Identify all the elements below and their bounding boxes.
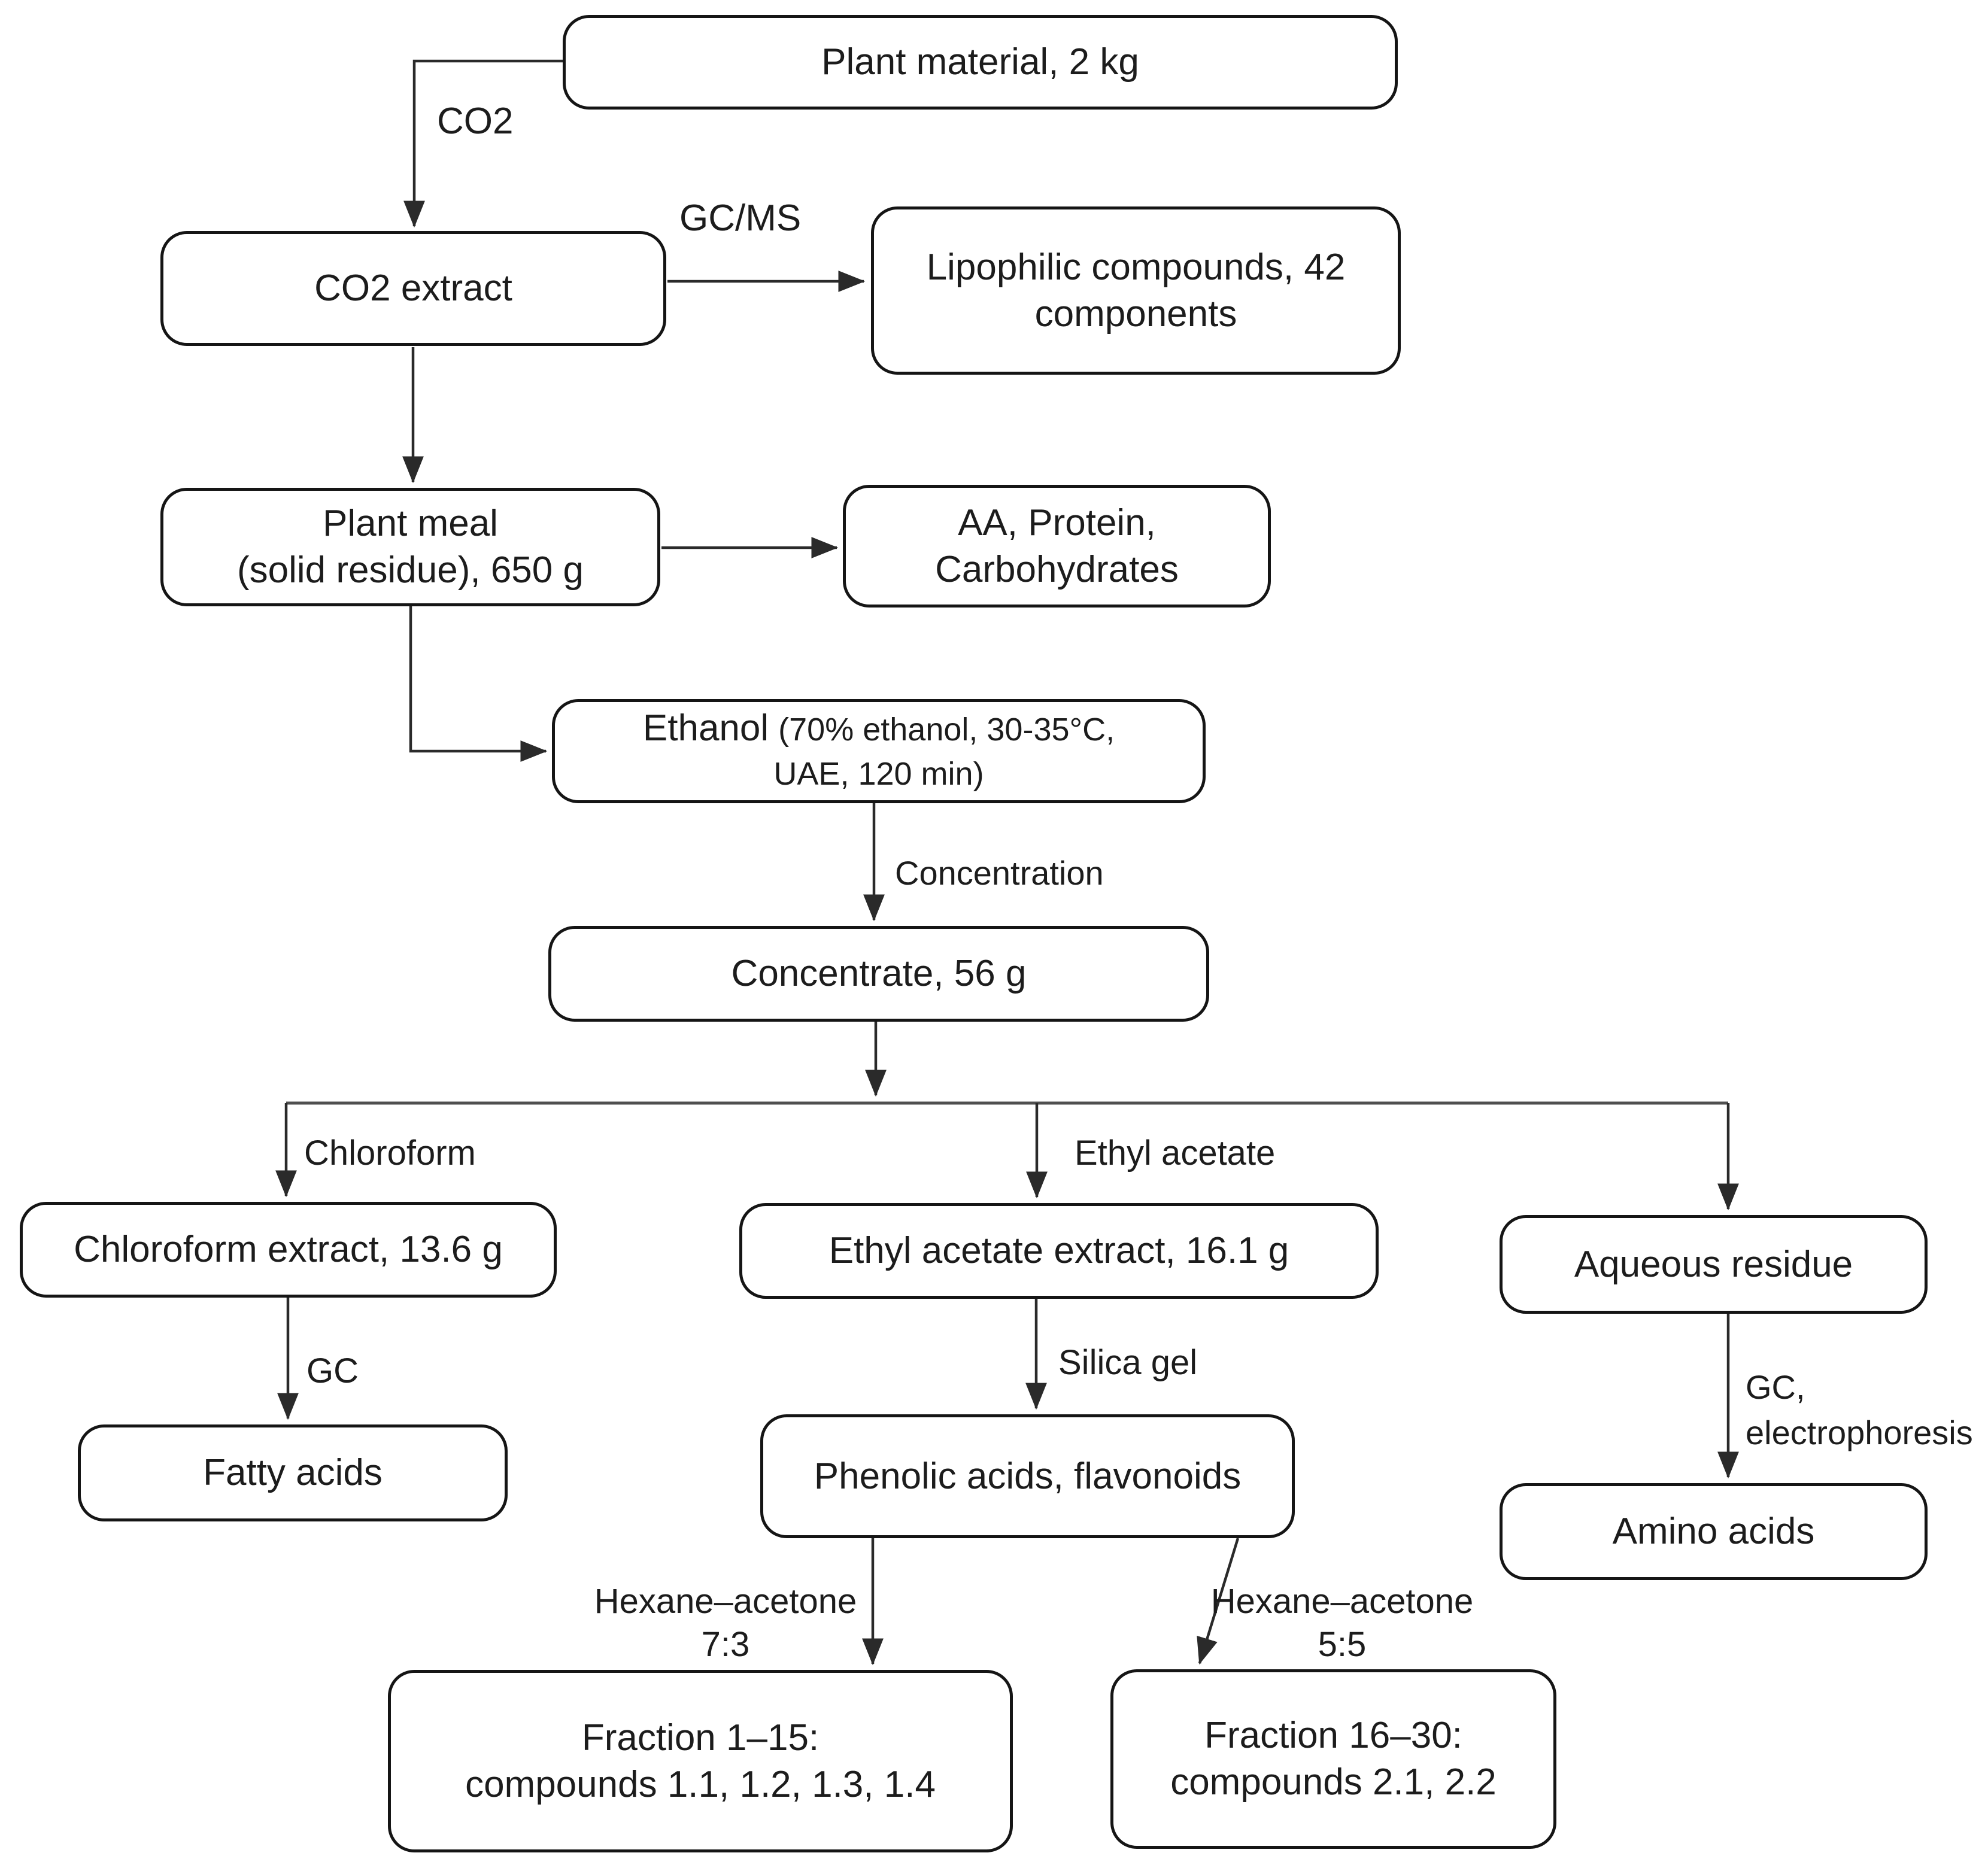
- node-ethanol-line1: Ethanol(70% ethanol, 30-35°C,: [643, 706, 1115, 752]
- node-fraction-1-15: Fraction 1–15: compounds 1.1, 1.2, 1.3, …: [388, 1670, 1013, 1852]
- edge-label-hexane-acetone-5-5: Hexane–acetone 5:5: [1192, 1580, 1492, 1666]
- node-ethanol-params1: (70% ethanol, 30-35°C,: [778, 712, 1115, 748]
- edge-label-co2: CO2: [437, 101, 514, 142]
- node-aqueous-residue: Aqueous residue: [1500, 1215, 1928, 1314]
- node-ethyl-acetate-extract-label: Ethyl acetate extract, 16.1 g: [828, 1230, 1289, 1271]
- edge-label-chloroform: Chloroform: [304, 1134, 476, 1173]
- edge-label-gc-electrophoresis: GC, electrophoresis: [1746, 1365, 1973, 1456]
- node-plant-meal: Plant meal (solid residue), 650 g: [160, 488, 660, 606]
- node-lipophilic-compounds-line1: Lipophilic compounds, 42: [926, 246, 1346, 288]
- edge-label-hexane-acetone-7-3-line1: Hexane–acetone: [594, 1582, 857, 1621]
- node-fraction-16-30-line2: compounds 2.1, 2.2: [1170, 1761, 1497, 1803]
- node-lipophilic-compounds-line2: components: [1034, 293, 1237, 335]
- node-plant-meal-line1: Plant meal: [323, 503, 498, 544]
- node-fatty-acids-label: Fatty acids: [203, 1452, 383, 1493]
- node-fraction-1-15-line1: Fraction 1–15:: [581, 1717, 820, 1758]
- edge-label-hexane-acetone-7-3: Hexane–acetone 7:3: [576, 1580, 875, 1666]
- node-concentrate: Concentrate, 56 g: [548, 926, 1209, 1022]
- node-plant-material-label: Plant material, 2 kg: [821, 41, 1139, 83]
- node-aa-protein-carbohydrates: AA, Protein, Carbohydrates: [843, 485, 1271, 608]
- node-fraction-1-15-line2: compounds 1.1, 1.2, 1.3, 1.4: [465, 1763, 936, 1805]
- edge-label-hexane-acetone-7-3-line2: 7:3: [701, 1625, 750, 1664]
- node-lipophilic-compounds: Lipophilic compounds, 42 components: [871, 206, 1401, 375]
- edge-label-gc-electrophoresis-line1: GC,: [1746, 1368, 1805, 1406]
- edge-label-gc: GC: [306, 1351, 359, 1390]
- node-aa-protein-line1: AA, Protein,: [958, 502, 1156, 543]
- node-co2-extract-label: CO2 extract: [314, 268, 512, 309]
- node-aa-protein-line2: Carbohydrates: [935, 548, 1179, 590]
- node-ethanol: Ethanol(70% ethanol, 30-35°C, UAE, 120 m…: [552, 699, 1206, 803]
- node-fraction-16-30: Fraction 16–30: compounds 2.1, 2.2: [1110, 1669, 1556, 1849]
- node-plant-material: Plant material, 2 kg: [563, 15, 1398, 110]
- edge-label-gc-ms: GC/MS: [679, 198, 802, 239]
- node-ethanol-name: Ethanol: [642, 707, 769, 749]
- node-aqueous-residue-label: Aqueous residue: [1574, 1243, 1853, 1285]
- node-chloroform-extract: Chloroform extract, 13.6 g: [20, 1202, 557, 1298]
- edge-label-concentration: Concentration: [895, 854, 1104, 892]
- edge-label-hexane-acetone-5-5-line2: 5:5: [1318, 1625, 1367, 1664]
- edge-label-ethyl-acetate: Ethyl acetate: [1075, 1134, 1276, 1173]
- node-concentrate-label: Concentrate, 56 g: [731, 953, 1027, 994]
- node-fraction-16-30-line1: Fraction 16–30:: [1204, 1715, 1462, 1756]
- node-co2-extract: CO2 extract: [160, 231, 666, 346]
- node-fatty-acids: Fatty acids: [78, 1424, 508, 1521]
- edge-plant-meal-to-ethanol: [409, 606, 548, 762]
- node-ethanol-params2: UAE, 120 min): [773, 756, 984, 792]
- node-phenolic-acids-flavonoids: Phenolic acids, flavonoids: [760, 1414, 1295, 1538]
- edge-label-hexane-acetone-5-5-line1: Hexane–acetone: [1210, 1582, 1474, 1621]
- node-phenolic-acids-label: Phenolic acids, flavonoids: [814, 1455, 1242, 1497]
- edge-label-silica-gel: Silica gel: [1058, 1343, 1198, 1382]
- node-plant-meal-line2: (solid residue), 650 g: [237, 549, 584, 591]
- node-amino-acids-label: Amino acids: [1612, 1511, 1815, 1552]
- node-chloroform-extract-label: Chloroform extract, 13.6 g: [74, 1229, 503, 1270]
- node-amino-acids: Amino acids: [1500, 1483, 1928, 1580]
- edge-label-gc-electrophoresis-line2: electrophoresis: [1746, 1414, 1973, 1451]
- edge-plant-material-to-co2-extract: [403, 59, 563, 228]
- node-ethyl-acetate-extract: Ethyl acetate extract, 16.1 g: [739, 1203, 1379, 1299]
